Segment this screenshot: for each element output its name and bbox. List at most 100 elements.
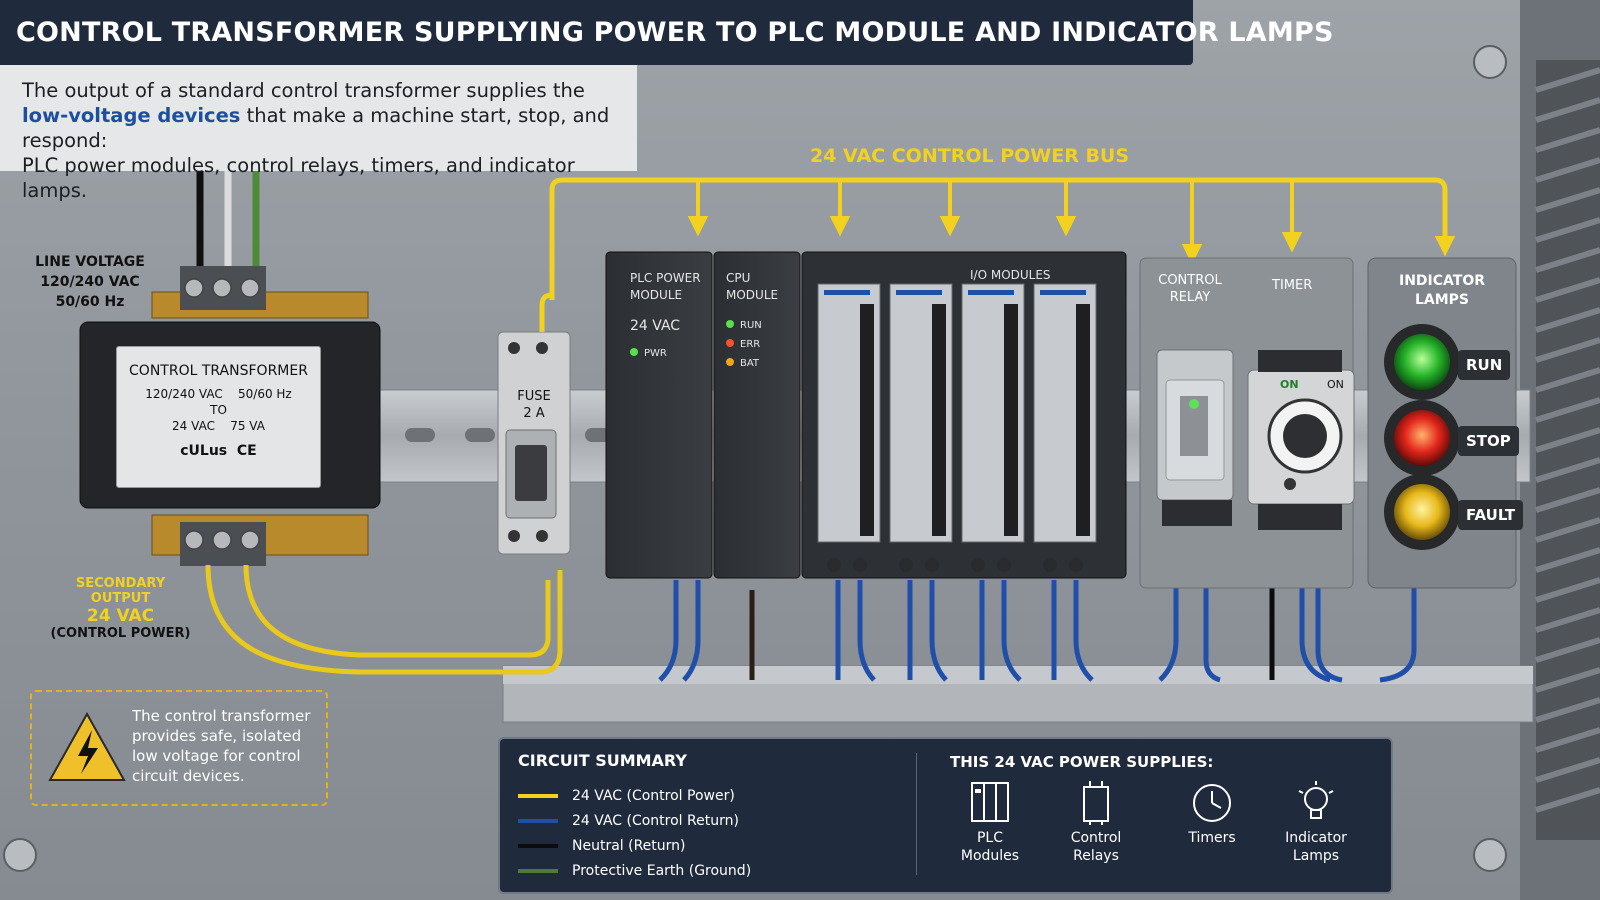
supply-label-1: PLC bbox=[976, 830, 1004, 846]
plc-power-l1: PLC POWER bbox=[630, 271, 701, 285]
transformer-rating-1: 120/240 VAC 50/60 Hz bbox=[145, 387, 292, 401]
plc-power-voltage: 24 VAC bbox=[630, 318, 681, 334]
supply-control-relays: Control Relays bbox=[1046, 779, 1146, 865]
relay-l2: RELAY bbox=[1169, 290, 1211, 305]
pwr-led-label: PWR bbox=[644, 348, 667, 359]
secondary-l2: 24 VAC bbox=[86, 606, 155, 626]
legend-swatch-power bbox=[518, 793, 558, 798]
indicator-l1: INDICATOR bbox=[1398, 273, 1485, 289]
plc-module-icon bbox=[971, 782, 1009, 822]
timer-device bbox=[1247, 350, 1355, 530]
intro-highlight: low-voltage devices bbox=[22, 104, 241, 127]
fuse-holder bbox=[497, 331, 571, 555]
pwr-led-icon bbox=[630, 348, 638, 356]
supply-label-1: Control bbox=[1070, 830, 1122, 846]
fuse-label: FUSE 2 A bbox=[502, 388, 566, 422]
cpu-led-bat: BAT bbox=[740, 358, 760, 369]
warning-line-4: circuit devices. bbox=[132, 767, 245, 785]
title-bar: CONTROL TRANSFORMER SUPPLYING POWER TO P… bbox=[0, 0, 1333, 65]
legend-item: Neutral (Return) bbox=[518, 833, 751, 858]
intro-line-3: PLC power modules, control relays, timer… bbox=[22, 154, 575, 202]
run-lamp-label: RUN bbox=[1458, 350, 1511, 380]
transformer-nameplate: CONTROL TRANSFORMER 120/240 VAC 50/60 Hz… bbox=[116, 346, 321, 488]
supply-label-1: Indicator bbox=[1285, 830, 1347, 846]
secondary-l3: (CONTROL POWER) bbox=[50, 626, 191, 641]
control-relay-label: CONTROL RELAY bbox=[1150, 272, 1230, 306]
line-voltage-label: LINE VOLTAGE 120/240 VAC 50/60 Hz bbox=[30, 252, 150, 312]
legend-swatch-return bbox=[518, 818, 558, 823]
page-title: CONTROL TRANSFORMER SUPPLYING POWER TO P… bbox=[16, 17, 1334, 48]
cpu-led-err: ERR bbox=[740, 339, 761, 350]
fault-lamp bbox=[1394, 484, 1450, 540]
indicator-lamps-label: INDICATOR LAMPS bbox=[1368, 272, 1516, 310]
circuit-summary-card: CIRCUIT SUMMARY 24 VAC (Control Power) 2… bbox=[498, 737, 1393, 894]
relay-l1: CONTROL bbox=[1158, 273, 1222, 288]
io-modules-label: I/O MODULES bbox=[970, 268, 1051, 282]
warning-icon bbox=[48, 712, 126, 781]
secondary-output-label: SECONDARY OUTPUT 24 VAC (CONTROL POWER) bbox=[48, 576, 193, 641]
legend-label: Protective Earth (Ground) bbox=[572, 862, 752, 879]
stop-lamp-label: STOP bbox=[1458, 426, 1519, 456]
cpu-l2: MODULE bbox=[726, 288, 779, 302]
run-led-icon bbox=[726, 320, 734, 328]
transformer-name: CONTROL TRANSFORMER bbox=[129, 363, 308, 379]
supplies-title: THIS 24 VAC POWER SUPPLIES: bbox=[950, 753, 1214, 771]
supply-indicator-lamps: Indicator Lamps bbox=[1266, 779, 1366, 865]
supply-label-2: Relays bbox=[1073, 848, 1119, 864]
certification-marks: cULus CE bbox=[180, 443, 257, 459]
legend-item: Protective Earth (Ground) bbox=[518, 858, 751, 883]
plc-rack bbox=[605, 251, 1127, 579]
legend-item: 24 VAC (Control Return) bbox=[518, 808, 751, 833]
summary-divider bbox=[916, 753, 917, 875]
run-lamp bbox=[1394, 334, 1450, 390]
timer-label: TIMER bbox=[1272, 278, 1313, 293]
fault-lamp-label: FAULT bbox=[1458, 500, 1524, 530]
screw bbox=[3, 45, 1507, 872]
relay-icon bbox=[1083, 781, 1109, 825]
supply-label-2: Modules bbox=[960, 848, 1020, 864]
plc-power-l2: MODULE bbox=[630, 288, 683, 302]
intro-box: The output of a standard control transfo… bbox=[0, 65, 637, 202]
cpu-module-label: CPU MODULE RUN ERR BAT bbox=[726, 270, 778, 373]
legend-item: 24 VAC (Control Power) bbox=[518, 783, 751, 808]
stop-lamp bbox=[1394, 410, 1450, 466]
legend-label: Neutral (Return) bbox=[572, 837, 686, 854]
warning-box: The control transformer provides safe, i… bbox=[30, 690, 328, 806]
intro-line-2: that make a machine start, stop, and res… bbox=[22, 104, 610, 152]
intro-text: The output of a standard control transfo… bbox=[22, 78, 632, 203]
control-relay bbox=[1156, 349, 1234, 526]
transformer-to: TO bbox=[210, 403, 227, 417]
warning-line-2: provides safe, isolated bbox=[132, 727, 302, 745]
warning-line-3: low voltage for control bbox=[132, 747, 301, 765]
indicator-l2: LAMPS bbox=[1414, 292, 1470, 308]
bus-line bbox=[549, 177, 1448, 300]
err-led-icon bbox=[726, 339, 734, 347]
summary-title: CIRCUIT SUMMARY bbox=[518, 751, 687, 770]
fuse-l1: FUSE bbox=[517, 389, 551, 404]
timer-on-right: ON bbox=[1327, 378, 1344, 391]
clock-icon bbox=[1193, 784, 1231, 822]
supply-timers: Timers bbox=[1162, 779, 1262, 847]
transformer-rating-2: 24 VAC 75 VA bbox=[172, 419, 265, 433]
fuse-l2: 2 A bbox=[523, 406, 545, 421]
supply-plc-modules: PLC Modules bbox=[940, 779, 1040, 865]
supply-label-1: Timers bbox=[1188, 830, 1236, 846]
legend-swatch-ground bbox=[518, 868, 558, 873]
secondary-l1: SECONDARY OUTPUT bbox=[75, 576, 166, 606]
line-voltage-l1: LINE VOLTAGE bbox=[35, 254, 145, 270]
bus-label: 24 VAC CONTROL POWER BUS bbox=[810, 145, 1130, 167]
plc-power-module-label: PLC POWER MODULE 24 VAC PWR bbox=[630, 270, 701, 362]
cpu-led-run: RUN bbox=[740, 320, 762, 331]
line-voltage-l3: 50/60 Hz bbox=[55, 294, 125, 310]
timer-on-left: ON bbox=[1280, 378, 1299, 391]
lightbulb-icon bbox=[1298, 781, 1334, 819]
line-voltage-l2: 120/240 VAC bbox=[40, 274, 140, 290]
legend-swatch-neutral bbox=[518, 843, 558, 848]
cpu-l1: CPU bbox=[726, 271, 751, 285]
bat-led-icon bbox=[726, 358, 734, 366]
legend: 24 VAC (Control Power) 24 VAC (Control R… bbox=[518, 783, 751, 883]
intro-line-1: The output of a standard control transfo… bbox=[22, 79, 585, 102]
legend-label: 24 VAC (Control Power) bbox=[572, 787, 735, 804]
warning-line-1: The control transformer bbox=[132, 707, 311, 725]
